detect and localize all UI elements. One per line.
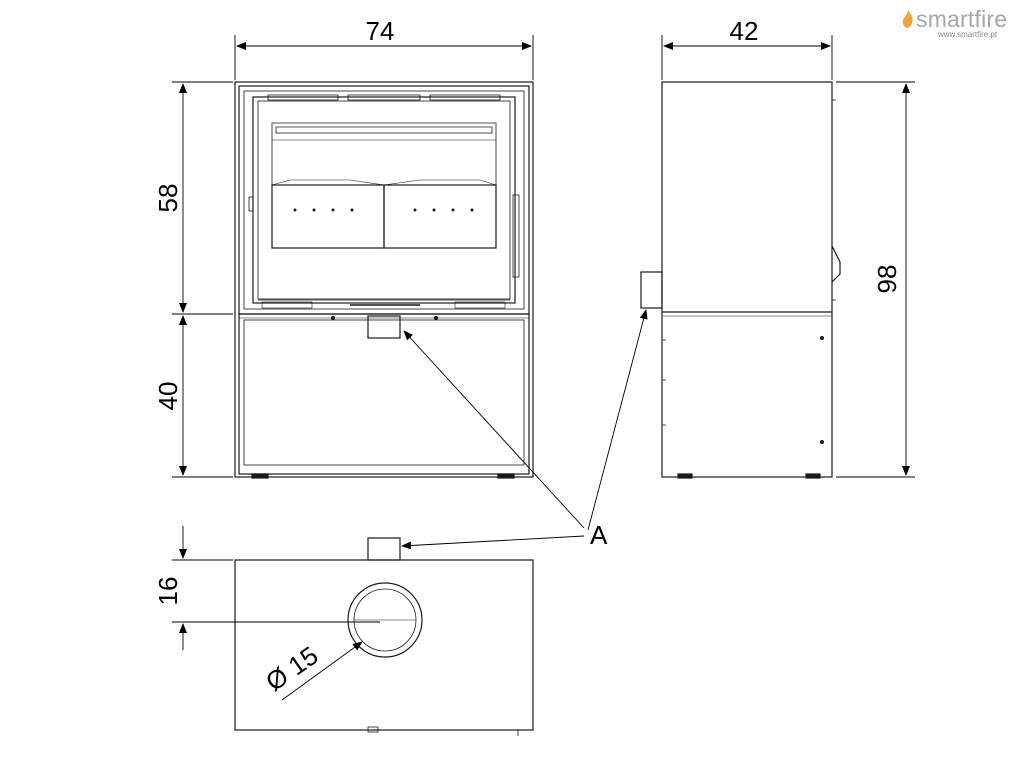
logo-wordmark: smartfire: [916, 6, 1008, 32]
flame-icon: [902, 10, 913, 28]
logo-url: www.smartfire.pt: [938, 30, 998, 39]
callout-a-label: A: [590, 520, 608, 550]
dim-flue-diameter: Ø 15: [260, 640, 323, 697]
dim-upper-height: 58: [153, 184, 183, 213]
dim-total-height: 98: [872, 265, 902, 294]
dim-depth: 42: [730, 16, 759, 46]
top-view: [234, 537, 534, 736]
smartfire-logo: smartfire www.smartfire.pt: [902, 6, 1020, 42]
front-view: [234, 81, 534, 479]
dim-flue-offset: 16: [153, 577, 183, 606]
side-view: [640, 81, 841, 479]
dim-width: 74: [366, 16, 395, 46]
dimension-lines: [172, 35, 915, 701]
dim-lower-height: 40: [153, 382, 183, 411]
dimension-labels: 74 42 58 40 98 16 Ø 15 A: [153, 16, 902, 697]
